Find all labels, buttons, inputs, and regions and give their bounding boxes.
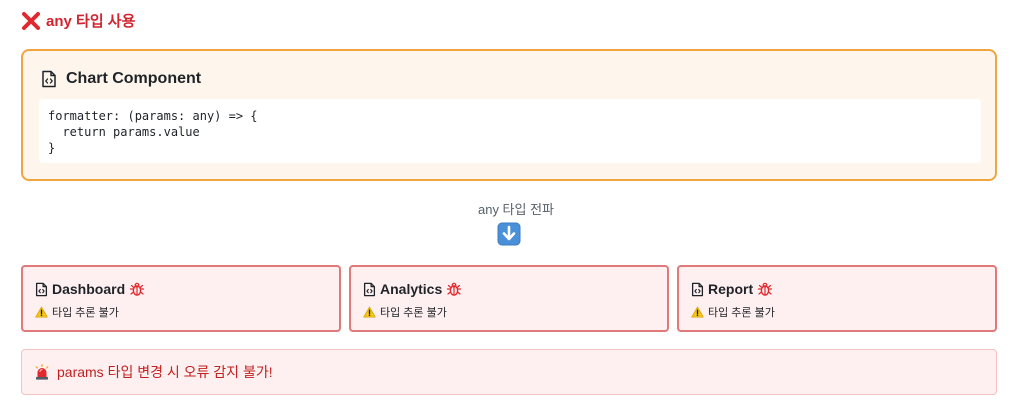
consumer-name: Dashboard — [52, 281, 126, 297]
section-title-text: any 타입 사용 — [46, 13, 136, 30]
code-file-icon — [35, 282, 48, 297]
alert-text: params 타입 변경 시 오류 감지 불가! — [57, 364, 273, 380]
consumer-name: Report — [708, 281, 754, 297]
consumer-note: 타입 추론 불가 — [35, 304, 119, 320]
consumer-note-text: 타입 추론 불가 — [708, 307, 775, 319]
warning-icon — [691, 306, 704, 318]
chart-component-header: Chart Component — [41, 70, 201, 88]
alert-banner: params 타입 변경 시 오류 감지 불가! — [21, 349, 997, 395]
code-file-icon — [363, 282, 376, 297]
consumer-note-text: 타입 추론 불가 — [380, 307, 447, 319]
warning-icon — [35, 306, 48, 318]
chart-component-title: Chart Component — [66, 70, 202, 87]
consumer-header: Report — [691, 281, 773, 297]
warning-icon — [363, 306, 376, 318]
consumer-header: Analytics — [363, 281, 462, 297]
bug-icon — [446, 281, 462, 297]
consumer-note-text: 타입 추론 불가 — [52, 307, 119, 319]
code-snippet: formatter: (params: any) => { return par… — [39, 99, 981, 163]
siren-icon — [34, 363, 50, 381]
consumer-name: Analytics — [380, 281, 443, 297]
consumer-note: 타입 추론 불가 — [363, 304, 447, 320]
chart-component-card: Chart Component formatter: (params: any)… — [21, 49, 997, 181]
consumer-card-analytics: Analytics 타입 추론 불가 — [349, 265, 669, 332]
down-arrow-icon — [497, 222, 521, 246]
code-file-icon — [691, 282, 704, 297]
consumer-card-report: Report 타입 추론 불가 — [677, 265, 997, 332]
cross-mark-icon — [21, 11, 41, 31]
consumer-card-dashboard: Dashboard 타입 추론 불가 — [21, 265, 341, 332]
section-title: any 타입 사용 — [21, 10, 135, 31]
propagation-label: any 타입 전파 — [477, 202, 555, 217]
bug-icon — [757, 281, 773, 297]
code-file-icon — [41, 70, 57, 88]
consumer-header: Dashboard — [35, 281, 145, 297]
bug-icon — [129, 281, 145, 297]
consumer-note: 타입 추론 불가 — [691, 304, 775, 320]
